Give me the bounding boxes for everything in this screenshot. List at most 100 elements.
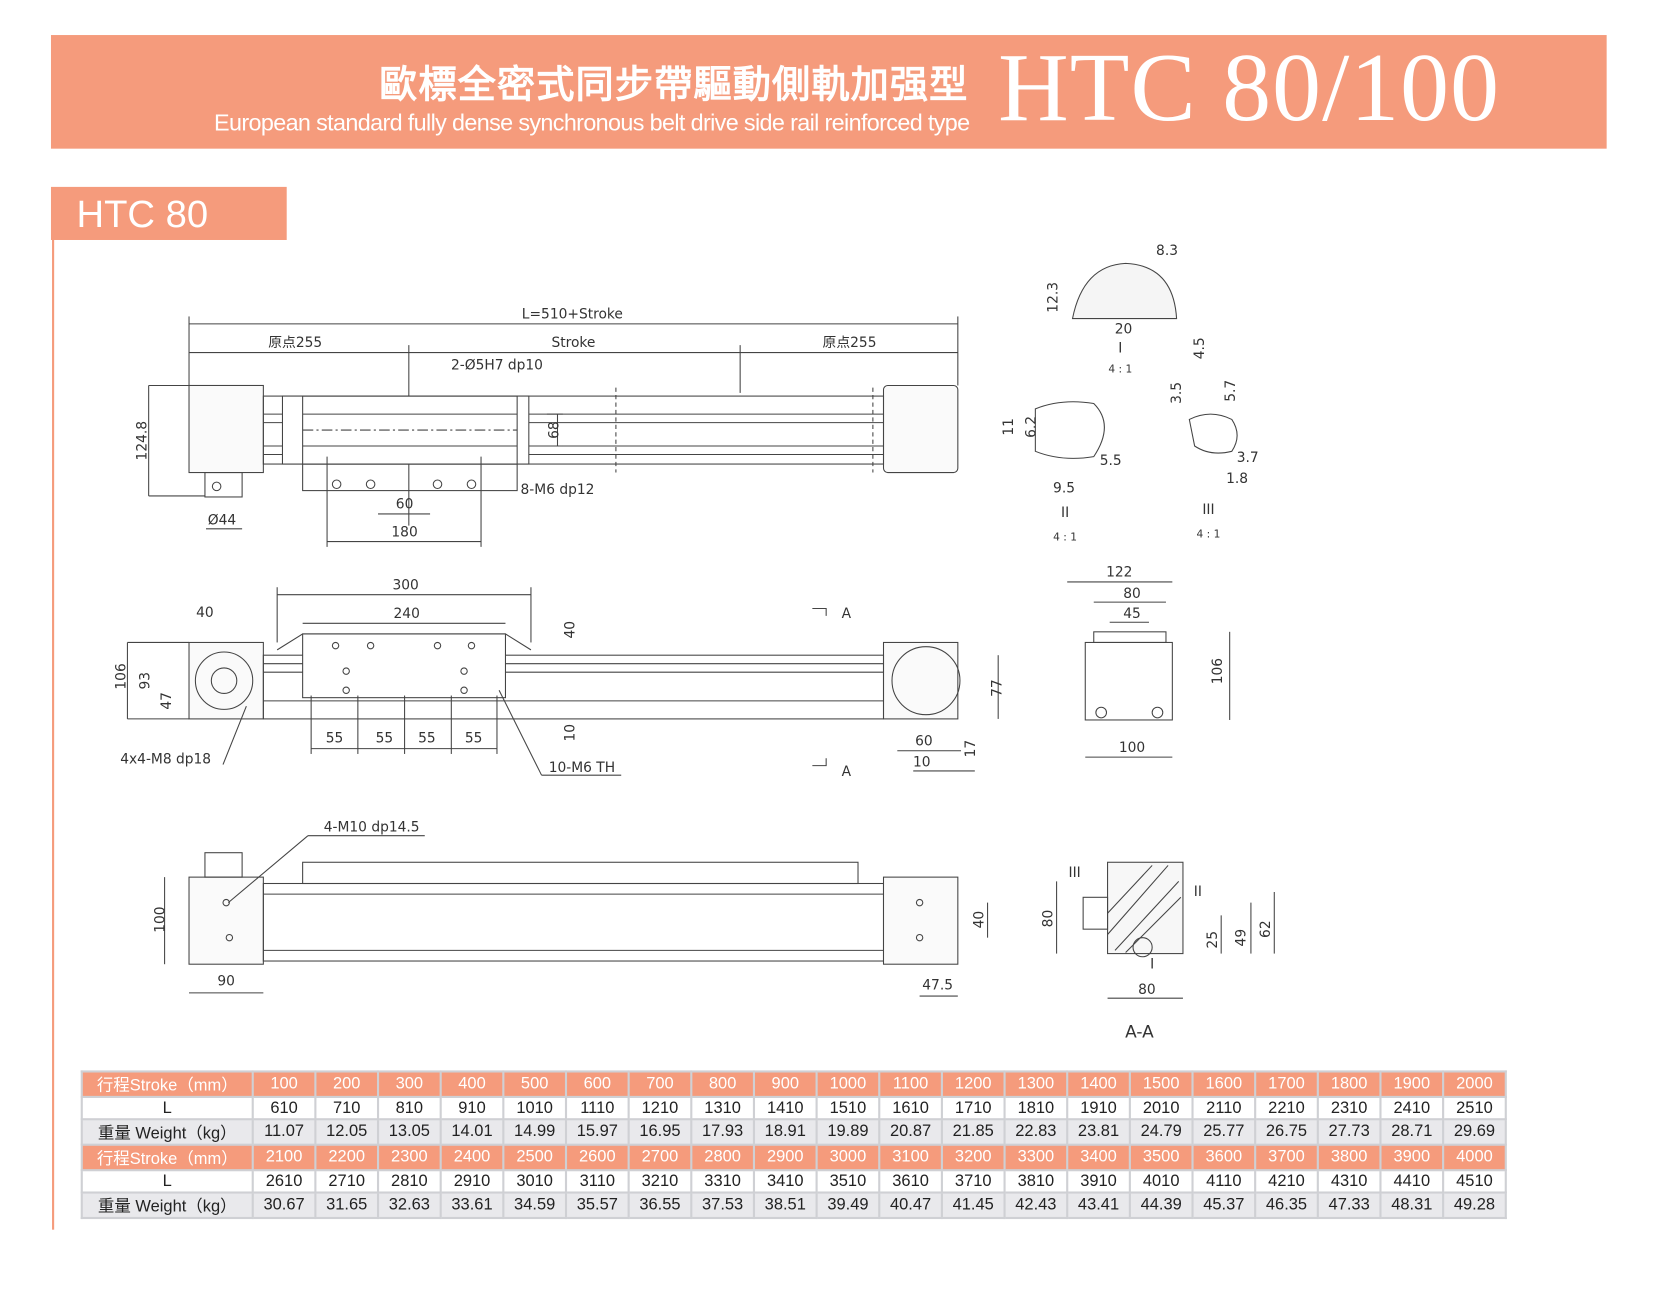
dim-label: 62 xyxy=(1258,920,1274,938)
table-cell: 1300 xyxy=(1003,1070,1069,1099)
table-cell: 2210 xyxy=(1254,1095,1319,1121)
table-cell: 1800 xyxy=(1316,1070,1382,1099)
table-cell: 1310 xyxy=(690,1095,756,1121)
table-cell: 34.59 xyxy=(502,1191,568,1220)
table-cell: 2410 xyxy=(1379,1095,1445,1121)
table-cell: 4410 xyxy=(1379,1169,1445,1194)
table-cell: 3000 xyxy=(815,1143,881,1172)
table-cell: 32.63 xyxy=(376,1191,442,1220)
table-cell: 2710 xyxy=(314,1169,380,1194)
dim-label: 60 xyxy=(915,733,933,749)
table-cell: 20.87 xyxy=(878,1118,943,1146)
table-cell: 800 xyxy=(690,1070,756,1099)
title-english: European standard fully dense synchronou… xyxy=(214,109,970,136)
detail-views-drawing xyxy=(1034,262,1275,999)
dim-label: 40 xyxy=(562,621,578,639)
table-cell: 3710 xyxy=(940,1169,1006,1194)
table-cell: 500 xyxy=(502,1070,568,1099)
model-title: HTC 80/100 xyxy=(998,32,1501,142)
table-cell: 1200 xyxy=(940,1070,1006,1099)
table-cell: 18.91 xyxy=(752,1118,818,1146)
dim-label: 55 xyxy=(418,730,436,746)
table-cell: 1010 xyxy=(502,1095,568,1121)
table-cell: 2500 xyxy=(502,1143,568,1172)
table-cell: 910 xyxy=(439,1095,505,1121)
dim-label: 100 xyxy=(1119,740,1145,756)
scale-label: 4 : 1 xyxy=(1197,527,1221,540)
dim-label: 93 xyxy=(138,672,154,690)
table-cell: 1710 xyxy=(940,1095,1006,1121)
table-cell: 47.33 xyxy=(1316,1191,1382,1220)
side-view-drawing xyxy=(164,835,989,997)
dim-label: 45 xyxy=(1123,606,1141,622)
dim-label: 原点255 xyxy=(268,335,322,351)
table-cell: 3410 xyxy=(752,1169,818,1194)
table-cell: 28.71 xyxy=(1379,1118,1445,1146)
table-cell: 15.97 xyxy=(564,1118,630,1146)
table-cell: 1910 xyxy=(1066,1095,1131,1121)
dim-label: 3.7 xyxy=(1237,450,1259,466)
header-banner: 歐標全密式同步帶驅動側軌加强型 European standard fully … xyxy=(50,33,1607,149)
table-cell: 1100 xyxy=(878,1070,943,1099)
front-view-drawing xyxy=(126,587,999,776)
table-cell: 3010 xyxy=(502,1169,568,1194)
dim-label: 9.5 xyxy=(1053,481,1075,497)
dim-label: 90 xyxy=(217,973,235,989)
dim-label: Stroke xyxy=(551,335,595,351)
table-cell: 17.93 xyxy=(690,1118,756,1146)
dim-label: 40 xyxy=(971,911,987,929)
detail-marker: II xyxy=(1061,505,1069,521)
dim-label: 10-M6 TH xyxy=(549,760,615,776)
table-cell: 45.37 xyxy=(1191,1191,1257,1220)
dim-label: 55 xyxy=(376,730,394,746)
table-cell: 43.41 xyxy=(1066,1191,1131,1220)
table-cell: 1700 xyxy=(1254,1070,1319,1099)
table-cell: 44.39 xyxy=(1128,1191,1194,1220)
dim-label: 240 xyxy=(394,606,420,622)
table-cell: 2000 xyxy=(1442,1070,1507,1099)
dim-label: 68 xyxy=(547,421,563,439)
dim-label: 4.5 xyxy=(1192,337,1208,359)
dim-label: Ø44 xyxy=(208,513,236,529)
table-cell: 2110 xyxy=(1191,1095,1257,1121)
dim-label: 80 xyxy=(1040,910,1056,928)
table-cell: 4210 xyxy=(1254,1169,1319,1194)
detail-marker: II xyxy=(1194,884,1202,900)
dim-label: 10 xyxy=(913,755,931,771)
section-tab: HTC 80 xyxy=(50,186,287,240)
detail-marker: III xyxy=(1202,502,1214,518)
row-label: L xyxy=(80,1169,254,1194)
table-cell: 2810 xyxy=(376,1169,442,1194)
table-cell: 2800 xyxy=(690,1143,756,1172)
table-cell: 3600 xyxy=(1191,1143,1257,1172)
table-cell: 1900 xyxy=(1379,1070,1445,1099)
table-cell: 1510 xyxy=(815,1095,881,1121)
table-cell: 1500 xyxy=(1128,1070,1194,1099)
table-cell: 2610 xyxy=(251,1169,317,1194)
table-cell: 11.07 xyxy=(251,1118,317,1146)
table-cell: 2100 xyxy=(251,1143,317,1172)
table-cell: 1610 xyxy=(878,1095,943,1121)
dim-label: 5.7 xyxy=(1223,380,1239,402)
table-cell: 1600 xyxy=(1191,1070,1257,1099)
table-cell: 3200 xyxy=(940,1143,1006,1172)
table-cell: 1410 xyxy=(752,1095,818,1121)
table-cell: 2910 xyxy=(439,1169,505,1194)
section-divider xyxy=(52,239,55,1230)
table-cell: 610 xyxy=(251,1095,317,1121)
table-cell: 3910 xyxy=(1066,1169,1131,1194)
table-cell: 14.99 xyxy=(502,1118,568,1146)
dim-label: 80 xyxy=(1123,586,1141,602)
table-cell: 40.47 xyxy=(878,1191,943,1220)
dim-label: 60 xyxy=(396,497,414,513)
table-cell: 35.57 xyxy=(564,1191,630,1220)
dim-label: 55 xyxy=(326,730,344,746)
dim-label: 180 xyxy=(391,524,417,540)
